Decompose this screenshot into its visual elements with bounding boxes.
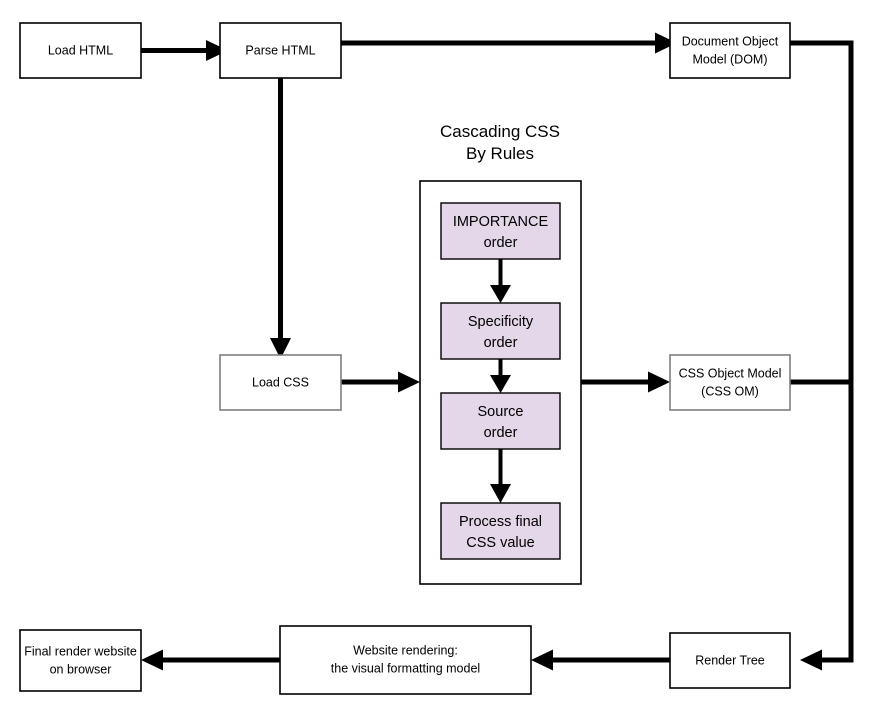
node-final-render-website[interactable]: Final render website on browser <box>19 629 142 692</box>
cascade-group-title-line1: Cascading CSS <box>440 122 560 141</box>
node-cssom-label-line1: CSS Object Model <box>679 366 782 380</box>
cascade-group-title: Cascading CSS By Rules <box>440 122 560 163</box>
node-process-final-css-value[interactable]: Process final CSS value <box>440 502 561 560</box>
node-render-tree-label: Render Tree <box>695 653 765 667</box>
node-importance-order[interactable]: IMPORTANCE order <box>440 202 561 260</box>
edge-load-html-to-parse-html <box>141 40 228 61</box>
edge-website-rendering-to-final-render <box>141 649 280 671</box>
node-parse-html-label: Parse HTML <box>245 43 315 57</box>
node-load-html[interactable]: Load HTML <box>19 22 142 79</box>
node-css-object-model[interactable]: CSS Object Model (CSS OM) <box>669 354 791 411</box>
edge-specificity-to-source <box>490 359 511 393</box>
node-specificity-order[interactable]: Specificity order <box>440 302 561 360</box>
node-load-html-label: Load HTML <box>48 43 113 57</box>
node-final-render-label-line2: on browser <box>50 662 112 676</box>
node-importance-label-line2: order <box>484 235 518 251</box>
node-cssom-label-line2: (CSS OM) <box>701 384 759 398</box>
edge-source-to-process-final <box>490 449 511 503</box>
edge-dom-to-render-tree <box>790 40 854 671</box>
node-dom-label-line1: Document Object <box>682 34 779 48</box>
node-load-css-label: Load CSS <box>252 375 309 389</box>
edge-render-tree-to-website-rendering <box>531 649 670 671</box>
edge-importance-to-specificity <box>490 259 511 303</box>
edge-load-css-to-cascade-group <box>341 371 420 393</box>
node-importance-label-line1: IMPORTANCE <box>453 214 549 230</box>
edge-parse-html-to-load-css <box>270 78 291 359</box>
node-parse-html[interactable]: Parse HTML <box>219 22 342 79</box>
node-website-rendering-label-line1: Website rendering: <box>353 643 458 657</box>
cascade-group-container <box>419 180 582 585</box>
node-document-object-model[interactable]: Document Object Model (DOM) <box>669 22 791 79</box>
edge-parse-html-to-dom <box>341 32 677 54</box>
cascade-group-title-line2: By Rules <box>466 144 534 163</box>
node-source-label-line1: Source <box>478 404 524 420</box>
node-load-css[interactable]: Load CSS <box>219 354 342 411</box>
node-specificity-label-line2: order <box>484 335 518 351</box>
node-website-rendering[interactable]: Website rendering: the visual formatting… <box>279 625 532 695</box>
node-render-tree[interactable]: Render Tree <box>669 632 791 689</box>
node-dom-label-line2: Model (DOM) <box>692 52 767 66</box>
node-source-order[interactable]: Source order <box>440 392 561 450</box>
node-final-render-label-line1: Final render website <box>24 644 137 658</box>
node-source-label-line2: order <box>484 425 518 441</box>
node-website-rendering-label-line2: the visual formatting model <box>331 661 480 675</box>
node-process-final-label-line2: CSS value <box>466 535 535 551</box>
node-process-final-label-line1: Process final <box>459 514 542 530</box>
node-specificity-label-line1: Specificity <box>468 314 534 330</box>
edge-cascade-group-to-cssom <box>581 371 670 393</box>
